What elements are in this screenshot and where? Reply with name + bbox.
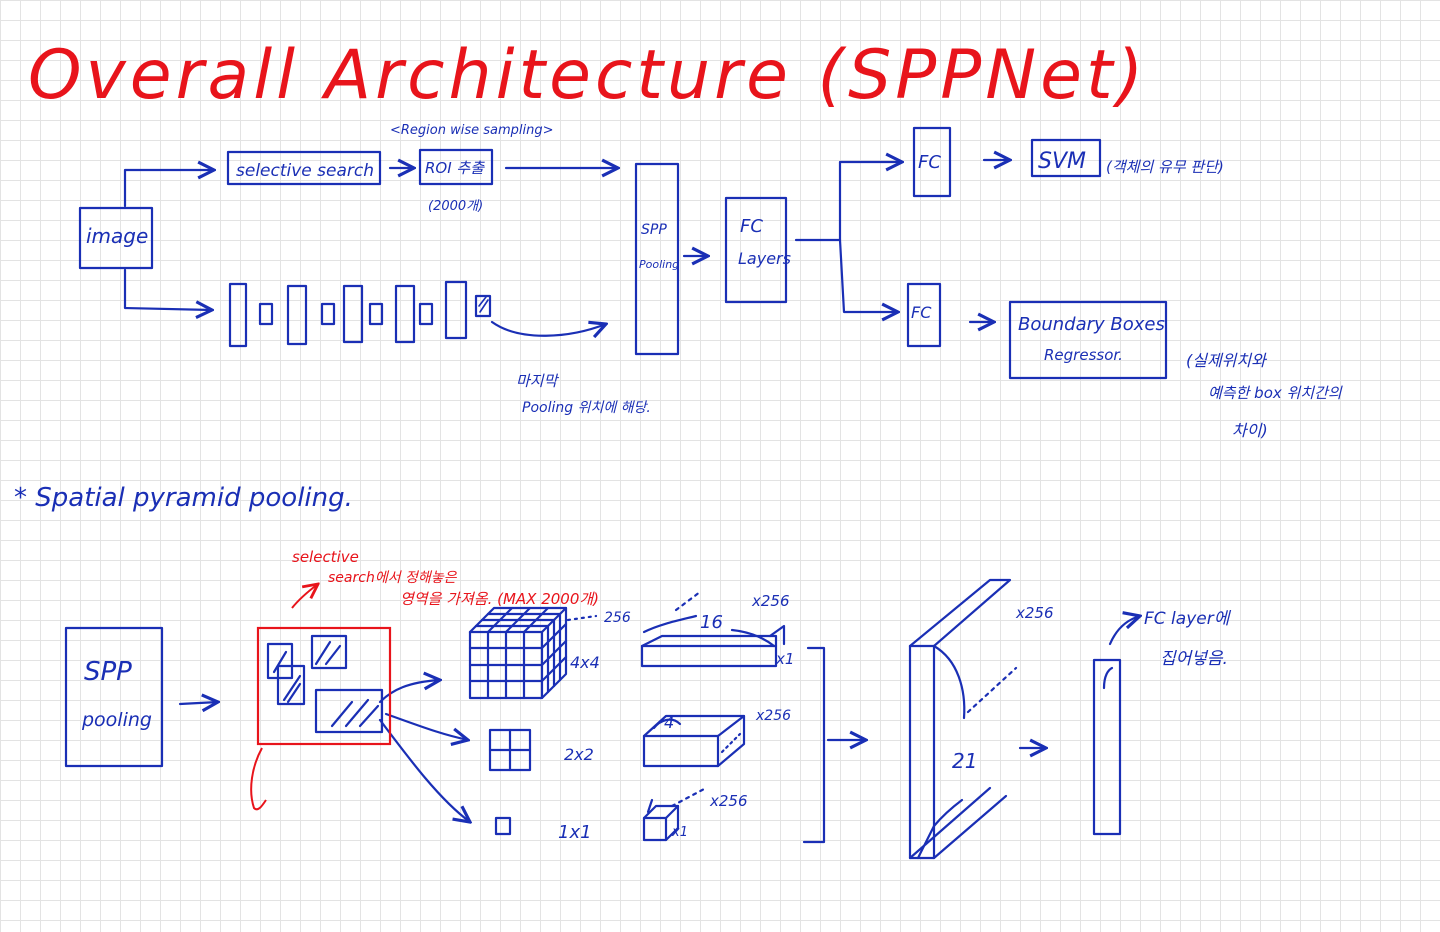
fc-bottom-label: FC: [911, 303, 932, 322]
flat-bar-4: [642, 714, 746, 768]
bbox-note-1: (실제위치와: [1186, 351, 1268, 370]
bbox-note-3: 차이): [1232, 421, 1268, 440]
bbox-regressor-box: [1008, 300, 1168, 380]
region-wise-note: <Region wise sampling>: [390, 123, 554, 138]
red-curl: [250, 747, 267, 811]
flat-bar-16: [640, 590, 786, 668]
spp-detail: [64, 578, 1140, 860]
grid-2-label: 2x2: [564, 745, 594, 764]
grid-4-label: 4x4: [570, 653, 600, 672]
feature-map-box: [256, 626, 392, 746]
fc-input-column: [1092, 658, 1122, 836]
conv-block: [342, 284, 364, 344]
svm-box: [1030, 138, 1102, 178]
region-proposal-selected: [314, 688, 384, 734]
red-note-2: search에서 정해놓은: [328, 570, 458, 586]
arrow-to-fc-note: [1108, 616, 1140, 646]
branch-down: [838, 238, 898, 312]
spp-label: SPP: [641, 222, 667, 238]
image-label: image: [86, 224, 148, 248]
spp-detail-label: SPP: [84, 657, 132, 687]
concat-depth-label: x256: [1015, 604, 1054, 622]
roi-box: [418, 148, 494, 186]
grid-1-label: 1x1: [558, 822, 592, 843]
bar1-height-label: x1: [671, 825, 688, 840]
fc-note-2: 집어넣음.: [1160, 649, 1228, 669]
bar16-length-label: 16: [700, 612, 723, 633]
concat-length-label: 21: [952, 749, 977, 773]
grid-1x1: [494, 816, 512, 836]
arrow-conv-to-spp: [490, 322, 606, 336]
fc-top-box: [912, 126, 952, 198]
bar1-depth-label: x256: [709, 792, 748, 810]
red-note-3: 영역을 가져옴. (MAX 2000개): [400, 590, 599, 608]
bbox-note-2: 예측한 box 위치간의: [1208, 384, 1343, 402]
bbox-label-2: Regressor.: [1044, 346, 1123, 364]
branch-up: [838, 162, 902, 242]
grid-cube-4x4: [468, 606, 598, 700]
bar4-depth-label: x256: [755, 708, 791, 724]
fc-note-1: FC layer에: [1144, 609, 1232, 629]
spp-detail-label-2: pooling: [81, 709, 152, 731]
concatenated-vector: [908, 578, 1018, 860]
bar16-height-label: x1: [775, 650, 794, 668]
red-arrow-note: [291, 584, 318, 609]
cube-depth-label: 256: [604, 610, 631, 626]
bar4-length-label: 4: [664, 713, 674, 732]
pool-block: [368, 302, 384, 326]
roi-label: ROI 추출: [425, 159, 485, 177]
bar16-depth-label: x256: [751, 592, 790, 610]
region-proposal: [276, 664, 306, 706]
roi-count: (2000개): [428, 199, 483, 214]
arrow-spp-to-feature: [178, 702, 218, 704]
spp-pooling-box: [634, 162, 680, 356]
page-title: Overall Architecture (SPPNet): [28, 36, 1147, 115]
pool-block: [418, 302, 434, 326]
top-pipeline: [78, 126, 1168, 380]
concat-bracket: [802, 646, 826, 844]
pool-note-2: Pooling 위치에 해당.: [522, 400, 651, 416]
grid-2x2: [488, 728, 532, 772]
fc-layers-label: FC: [740, 216, 763, 237]
bbox-label: Boundary Boxes: [1018, 314, 1165, 335]
arrow-image-to-conv: [123, 268, 212, 310]
arrow-region-to-1x1: [378, 718, 470, 822]
fc-layers-box: [724, 196, 788, 304]
region-proposal: [266, 642, 294, 680]
pool-block: [320, 302, 336, 326]
feature-map: [250, 584, 392, 811]
conv-block: [286, 284, 308, 346]
arrow-region-to-2x2: [384, 712, 468, 740]
conv-block: [444, 280, 468, 340]
fc-top-label: FC: [918, 152, 941, 173]
fc-layers-label-2: Layers: [738, 249, 791, 268]
fc-bottom-box: [906, 282, 942, 348]
arrow-image-to-search: [123, 170, 214, 208]
arrow-region-to-4x4: [378, 680, 440, 704]
pool-block: [258, 302, 274, 326]
selective-search-label: selective search: [236, 161, 374, 181]
spp-section-heading: * Spatial pyramid pooling.: [14, 483, 353, 513]
conv-block: [228, 282, 248, 348]
svm-label: SVM: [1038, 149, 1086, 174]
last-pool-block: [474, 294, 492, 318]
conv-block: [394, 284, 416, 344]
image-box: [78, 206, 154, 270]
selective-search-box: [226, 150, 382, 186]
svm-note: (객체의 유무 판단): [1106, 158, 1224, 176]
pool-note-1: 마지막: [516, 372, 560, 390]
red-note-1: selective: [292, 548, 359, 566]
spp-label-2: Pooling: [639, 258, 679, 271]
region-proposal: [310, 634, 348, 670]
spp-pooling-detail-box: [64, 626, 164, 768]
flat-bar-1: [642, 786, 708, 842]
